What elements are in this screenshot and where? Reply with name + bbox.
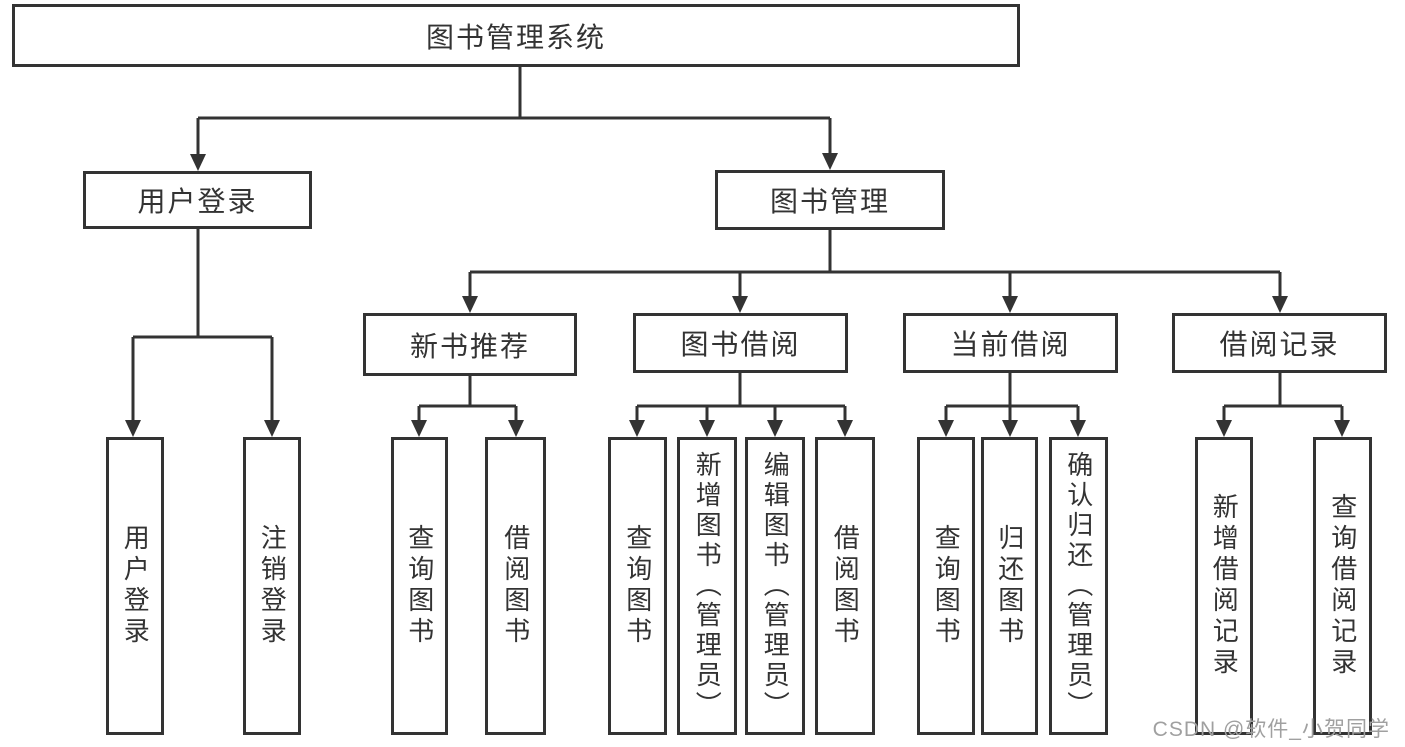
leaf-query-books-current-label: 查询图书	[931, 524, 962, 648]
leaf-query-books-current: 查询图书	[917, 437, 975, 735]
node-borrow-records-label: 借阅记录	[1219, 329, 1340, 360]
leaf-edit-books-admin: 编辑图书（管理员）	[745, 437, 805, 735]
node-book-borrow-label: 图书借阅	[680, 329, 801, 360]
leaf-add-books-admin-label: 新增图书（管理员）	[692, 451, 723, 721]
node-new-book-recommend-label: 新书推荐	[409, 330, 530, 362]
csdn-watermark: CSDN @软件_小贺同学	[1152, 718, 1390, 741]
arrowheads	[125, 153, 1350, 437]
node-book-management: 图书管理	[715, 170, 945, 230]
leaf-confirm-return-admin-label: 确认归还（管理员）	[1063, 451, 1094, 721]
leaf-add-borrow-record: 新增借阅记录	[1195, 437, 1253, 735]
node-book-management-label: 图书管理	[769, 186, 890, 217]
node-current-borrow: 当前借阅	[903, 313, 1118, 373]
leaf-borrow-books: 借阅图书	[815, 437, 875, 735]
leaf-borrow-books-label: 借阅图书	[830, 524, 861, 648]
leaf-add-books-admin: 新增图书（管理员）	[677, 437, 737, 735]
leaf-logout-label: 注销登录	[257, 524, 288, 648]
node-borrow-records: 借阅记录	[1172, 313, 1387, 373]
node-book-borrow: 图书借阅	[633, 313, 848, 373]
leaf-edit-books-admin-label: 编辑图书（管理员）	[760, 451, 791, 721]
leaf-query-books-borrow: 查询图书	[608, 437, 667, 735]
leaf-add-borrow-record-label: 新增借阅记录	[1209, 493, 1240, 679]
leaf-query-books-borrow-label: 查询图书	[622, 524, 653, 648]
leaf-query-borrow-record-label: 查询借阅记录	[1327, 493, 1358, 679]
node-current-borrow-label: 当前借阅	[950, 329, 1071, 360]
leaf-query-books-recommend-label: 查询图书	[404, 524, 435, 648]
node-user-login: 用户登录	[83, 171, 312, 229]
leaf-borrow-books-recommend: 借阅图书	[485, 437, 546, 735]
leaf-user-login-label: 用户登录	[120, 524, 151, 648]
node-root: 图书管理系统	[12, 4, 1020, 67]
leaf-logout: 注销登录	[243, 437, 301, 735]
node-new-book-recommend: 新书推荐	[363, 313, 577, 376]
leaf-query-borrow-record: 查询借阅记录	[1313, 437, 1372, 735]
leaf-borrow-books-recommend-label: 借阅图书	[500, 524, 531, 648]
node-user-login-label: 用户登录	[137, 186, 258, 217]
leaf-user-login: 用户登录	[106, 437, 164, 735]
leaf-query-books-recommend: 查询图书	[391, 437, 448, 735]
leaf-return-books: 归还图书	[981, 437, 1038, 735]
leaf-return-books-label: 归还图书	[994, 524, 1025, 648]
leaf-confirm-return-admin: 确认归还（管理员）	[1049, 437, 1108, 735]
node-root-label: 图书管理系统	[425, 21, 606, 53]
